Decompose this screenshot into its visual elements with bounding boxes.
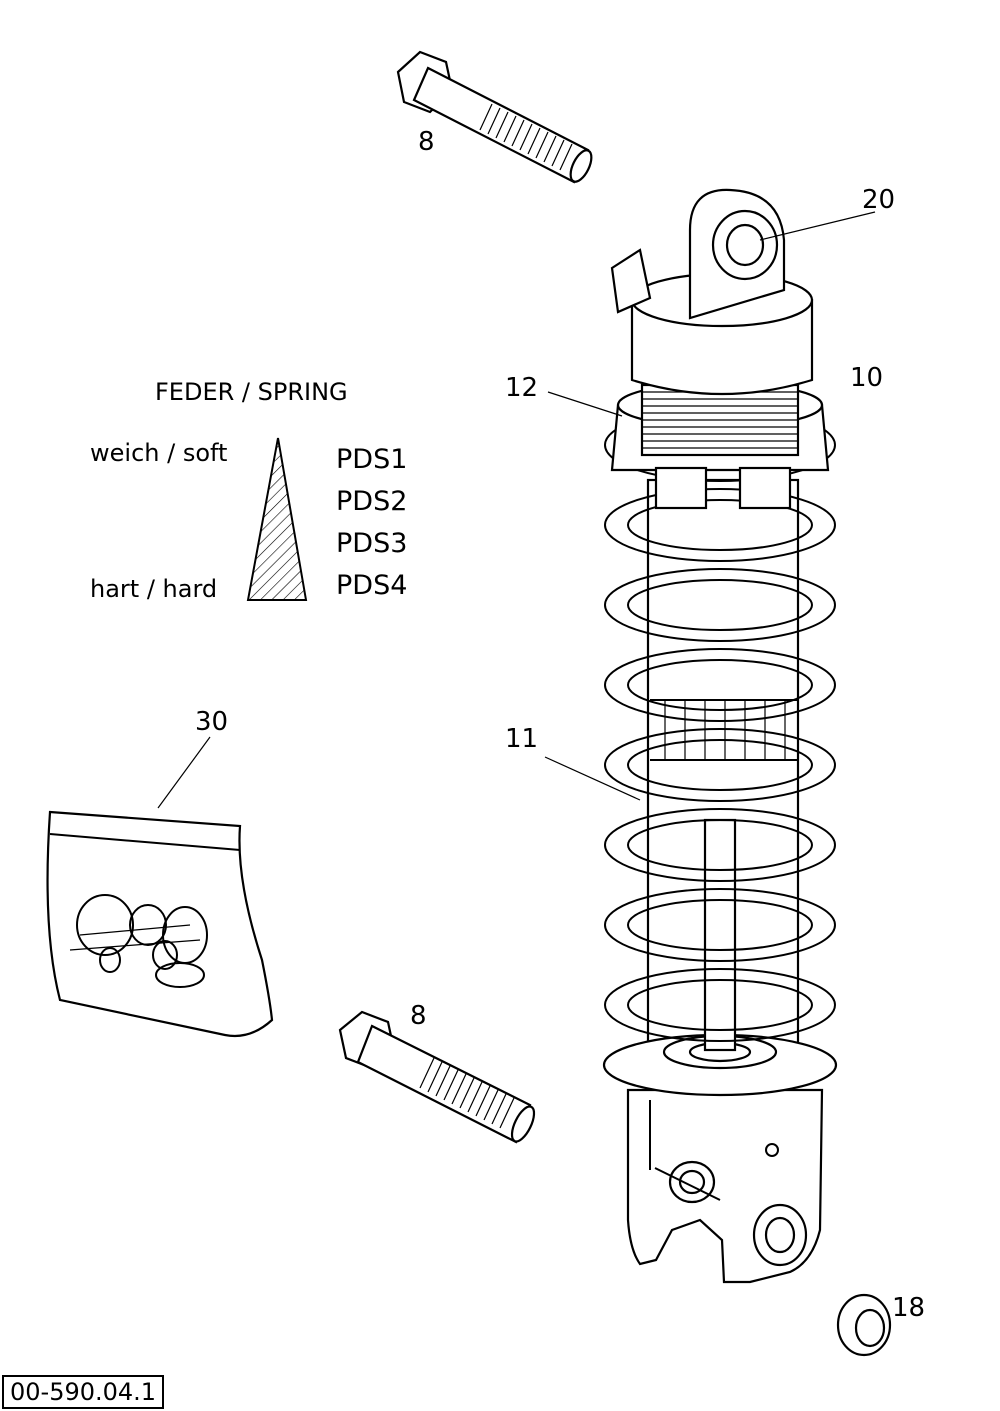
legend-spring-4: PDS4 [336,570,407,601]
bottom-bolt [338,1010,536,1144]
legend-hard-label: hart / hard [90,575,217,603]
callout-bolt-top: 8 [418,127,435,157]
callout-cap: 18 [892,1293,925,1323]
seal-kit-bag [46,810,274,1038]
callout-spring: 11 [505,724,538,754]
cap [836,1293,892,1357]
spring-rate-wedge [246,437,308,601]
callout-kit: 30 [195,707,228,737]
legend-soft-label: weich / soft [90,439,227,467]
top-bolt [396,50,593,184]
callout-shock: 10 [850,363,883,393]
callout-preload-ring: 12 [505,373,538,403]
document-number: 00-590.04.1 [2,1375,165,1409]
legend-spring-1: PDS1 [336,444,407,475]
callout-bushing: 20 [862,185,895,215]
leader-lines [157,211,876,809]
legend-title: FEDER / SPRING [155,378,348,406]
legend-spring-2: PDS2 [336,486,407,517]
legend-spring-3: PDS3 [336,528,407,559]
shock-absorber [602,188,838,1284]
callout-bolt-bottom: 8 [410,1001,427,1031]
